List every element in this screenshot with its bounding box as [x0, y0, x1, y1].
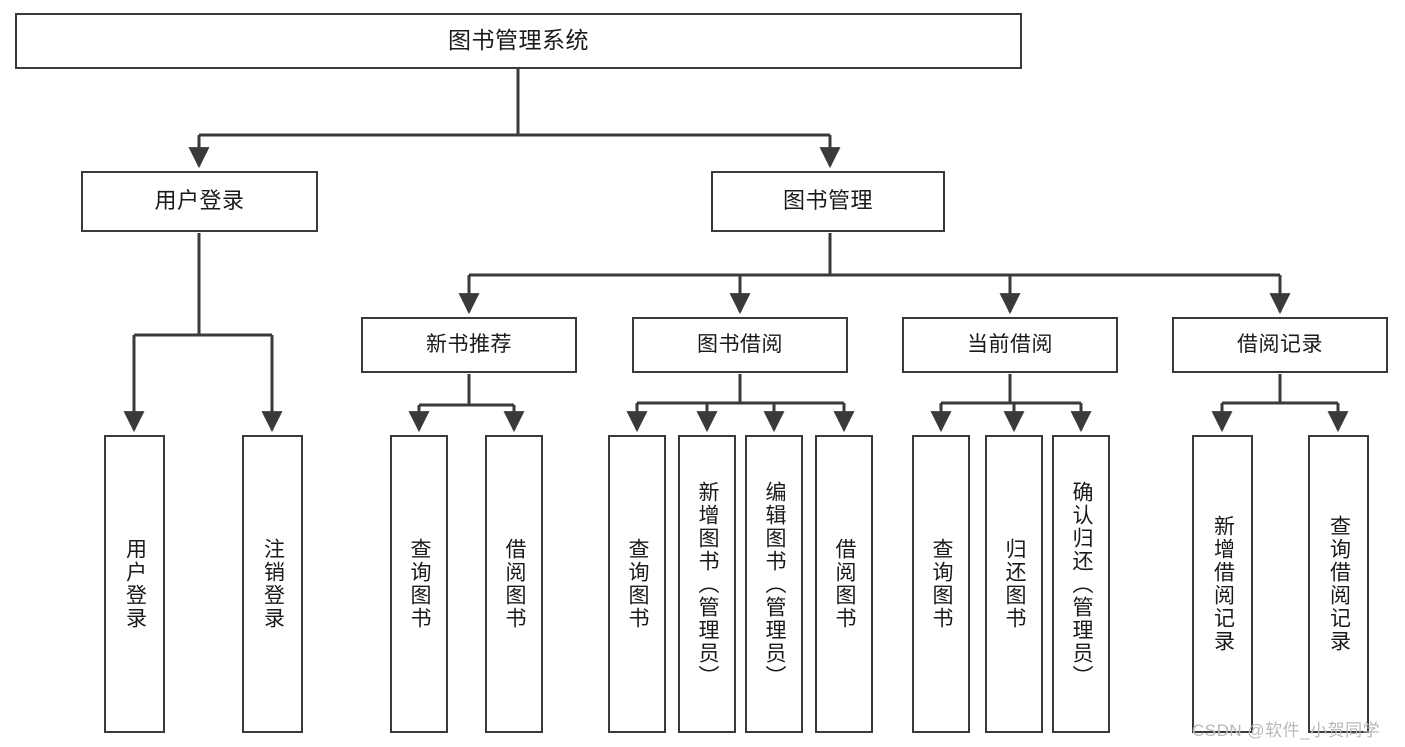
node-root-system[interactable]: 图书管理系统: [15, 13, 1022, 69]
node-label: 借阅图书: [833, 538, 857, 630]
node-book-management[interactable]: 图书管理: [711, 171, 945, 232]
node-label: 确认归还（管理员）: [1070, 480, 1094, 688]
node-label: 新书推荐: [426, 333, 512, 357]
node-label: 用户登录: [123, 538, 147, 630]
node-label: 注销登录: [261, 538, 285, 630]
leaf-node[interactable]: 归还图书: [985, 435, 1043, 733]
leaf-node[interactable]: 注销登录: [242, 435, 303, 733]
node-new-book-recommend[interactable]: 新书推荐: [361, 317, 577, 373]
leaf-node[interactable]: 用户登录: [104, 435, 165, 733]
node-user-login[interactable]: 用户登录: [81, 171, 318, 232]
leaf-node[interactable]: 编辑图书（管理员）: [745, 435, 803, 733]
node-borrow-records[interactable]: 借阅记录: [1172, 317, 1388, 373]
node-label: 当前借阅: [967, 333, 1053, 357]
node-label: 借阅记录: [1237, 333, 1323, 357]
node-book-borrow[interactable]: 图书借阅: [632, 317, 848, 373]
leaf-node[interactable]: 借阅图书: [815, 435, 873, 733]
node-label: 新增图书（管理员）: [696, 480, 720, 688]
node-label: 借阅图书: [503, 538, 527, 630]
node-label: 图书管理系统: [448, 27, 589, 54]
leaf-node[interactable]: 查询图书: [608, 435, 666, 733]
csdn-watermark: CSDN @软件_小贺同学: [1192, 721, 1381, 740]
node-label: 用户登录: [154, 188, 245, 214]
leaf-node[interactable]: 确认归还（管理员）: [1052, 435, 1110, 733]
node-label: 查询图书: [408, 538, 432, 630]
node-label: 图书管理: [782, 188, 873, 214]
leaf-node[interactable]: 新增图书（管理员）: [678, 435, 736, 733]
leaf-node[interactable]: 查询图书: [912, 435, 970, 733]
node-label: 查询图书: [626, 538, 650, 630]
node-label: 图书借阅: [697, 333, 783, 357]
leaf-node[interactable]: 借阅图书: [485, 435, 543, 733]
node-label: 查询借阅记录: [1327, 515, 1351, 653]
node-current-borrow[interactable]: 当前借阅: [902, 317, 1118, 373]
node-label: 归还图书: [1003, 538, 1027, 630]
leaf-node[interactable]: 查询借阅记录: [1308, 435, 1369, 733]
node-label: 编辑图书（管理员）: [763, 480, 787, 688]
node-label: 新增借阅记录: [1211, 515, 1235, 653]
node-label: 查询图书: [930, 538, 954, 630]
leaf-node[interactable]: 查询图书: [390, 435, 448, 733]
leaf-node[interactable]: 新增借阅记录: [1192, 435, 1253, 733]
